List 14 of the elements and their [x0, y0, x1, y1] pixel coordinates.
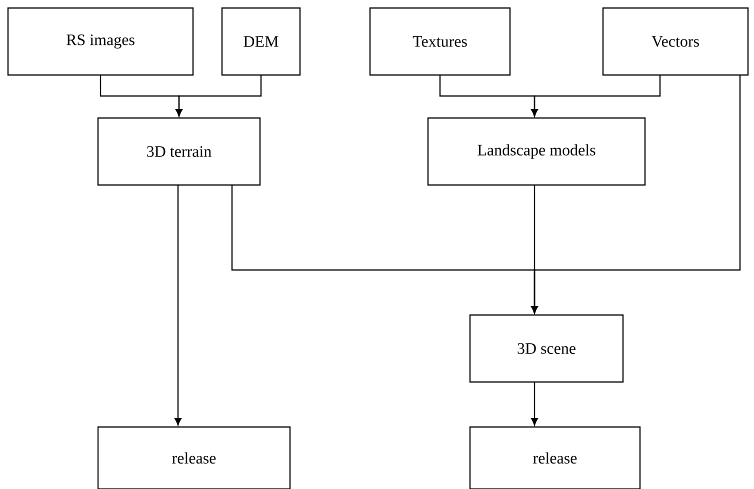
arrow: [531, 382, 538, 426]
process-box: Textures: [369, 7, 511, 76]
arrow: [531, 75, 741, 314]
process-box: 3D scene: [469, 314, 624, 383]
process-box: RS images: [7, 7, 194, 76]
process-box: release: [97, 426, 291, 489]
arrow: [531, 75, 661, 116]
process-box: 3D terrain: [97, 117, 261, 186]
process-box: release: [469, 426, 641, 489]
arrow: [174, 185, 182, 426]
arrow: [176, 75, 262, 116]
process-box: DEM: [221, 7, 301, 76]
process-box: Landscape models: [427, 117, 646, 186]
process-box: Vectors: [602, 7, 749, 76]
